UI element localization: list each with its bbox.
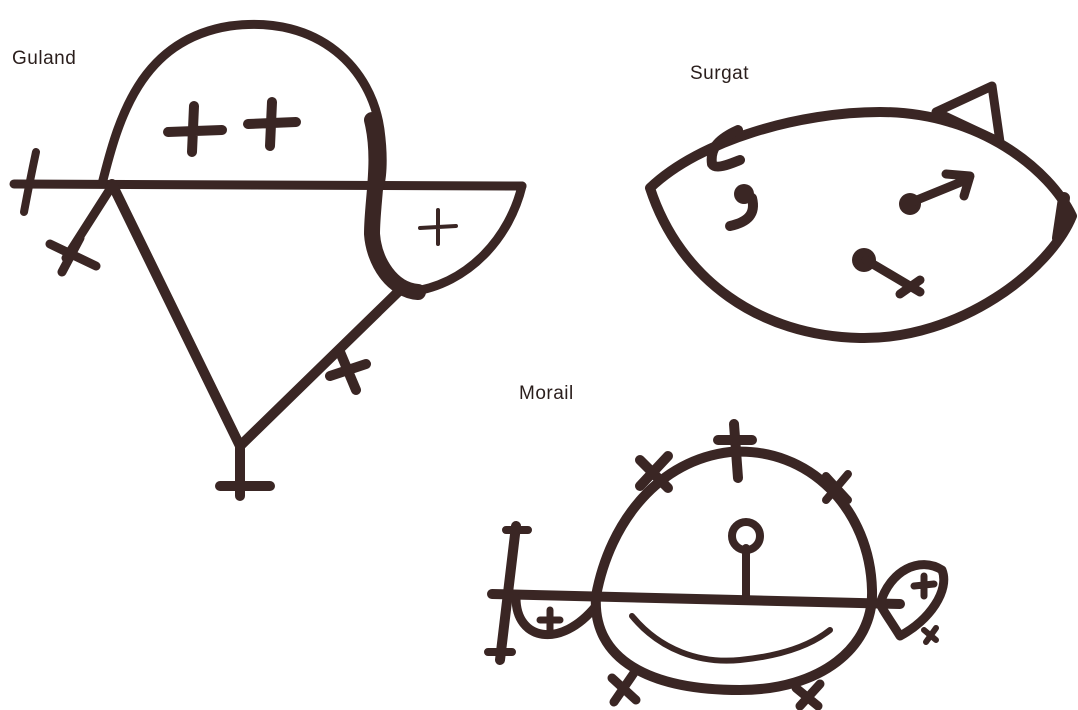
morail-cross-lower-left <box>612 670 636 702</box>
morail-wavy-line <box>632 616 830 661</box>
morail-left-lobe-cross <box>540 610 560 632</box>
guland-right-lobe <box>410 186 522 292</box>
morail-right-lobe-cross <box>914 576 934 596</box>
guland-triangle <box>112 184 398 446</box>
surgat-arrow-2 <box>866 260 920 294</box>
morail-right-small-cross <box>924 628 936 642</box>
guland-arch-thick <box>372 120 418 292</box>
guland-arch <box>102 24 382 190</box>
surgat-triangle <box>936 86 1000 142</box>
surgat-tip-mark <box>1058 198 1064 238</box>
morail-horizontal-line <box>492 594 900 604</box>
surgat-arrow-1 <box>912 174 970 202</box>
surgat-sigil <box>650 86 1072 338</box>
surgat-hook <box>712 130 740 167</box>
guland-horizontal-line <box>14 184 522 186</box>
morail-cross-lower-right <box>796 684 820 706</box>
morail-left-lobe <box>516 598 596 635</box>
guland-cross-lobe <box>420 210 456 244</box>
guland-cross-left <box>50 238 96 272</box>
guland-cross-bottom <box>220 446 270 496</box>
morail-sigil <box>488 424 944 706</box>
guland-sigil <box>14 24 522 496</box>
guland-cross-arch-1 <box>168 106 222 152</box>
guland-cross-arch-2 <box>248 102 296 146</box>
